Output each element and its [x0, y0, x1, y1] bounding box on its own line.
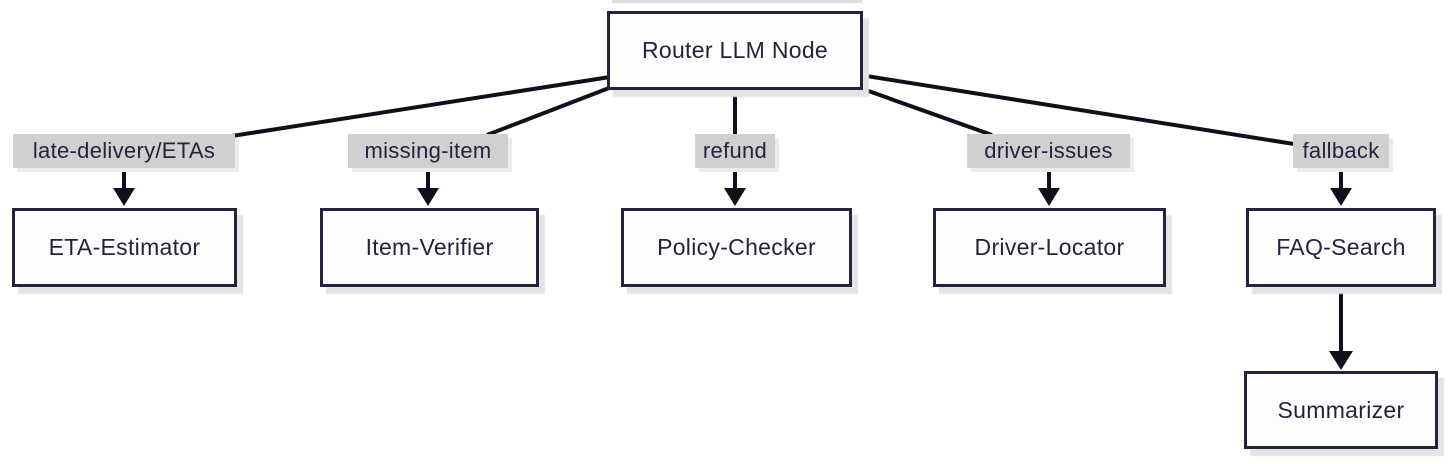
route-label-missing-item: missing-item — [348, 134, 508, 168]
node-eta-estimator: ETA-Estimator — [12, 208, 237, 287]
route-label-refund: refund — [695, 134, 775, 168]
node-summarizer: Summarizer — [1244, 371, 1438, 449]
node-summarizer-label: Summarizer — [1277, 396, 1405, 423]
node-router-llm: Router LLM Node — [607, 11, 863, 90]
route-label-missing-item-text: missing-item — [364, 138, 492, 163]
node-policy-checker: Policy-Checker — [621, 208, 852, 287]
edge-router-late-delivery — [231, 75, 611, 138]
route-label-driver-issues-text: driver-issues — [984, 138, 1113, 163]
node-driver-locator-label: Driver-Locator — [974, 234, 1125, 260]
route-label-fallback: fallback — [1293, 134, 1389, 168]
route-label-fallback-text: fallback — [1302, 138, 1380, 163]
arrow-faq-summarizer-head — [1329, 351, 1353, 370]
arrow-late-delivery-head — [113, 188, 135, 206]
edge-router-missing-item — [486, 86, 610, 137]
route-label-driver-issues: driver-issues — [967, 134, 1130, 168]
edge-router-driver-issues — [859, 86, 993, 137]
node-driver-locator: Driver-Locator — [933, 208, 1166, 287]
node-item-verifier-label: Item-Verifier — [365, 234, 494, 260]
node-eta-estimator-label: ETA-Estimator — [48, 234, 201, 260]
node-router-llm-label: Router LLM Node — [641, 37, 829, 63]
route-label-late-delivery: late-delivery/ETAs — [13, 134, 235, 168]
cropped-shadow-artifact — [612, 0, 862, 3]
arrow-driver-issues-head — [1038, 188, 1060, 206]
node-faq-search: FAQ-Search — [1246, 208, 1436, 287]
arrow-fallback-head — [1330, 188, 1352, 206]
route-label-late-delivery-text: late-delivery/ETAs — [32, 138, 216, 163]
route-label-refund-text: refund — [702, 138, 768, 163]
node-policy-checker-label: Policy-Checker — [657, 234, 816, 260]
node-item-verifier: Item-Verifier — [320, 208, 539, 287]
arrow-missing-item-head — [417, 188, 439, 206]
node-faq-search-label: FAQ-Search — [1276, 234, 1406, 260]
arrow-refund-head — [724, 188, 746, 206]
